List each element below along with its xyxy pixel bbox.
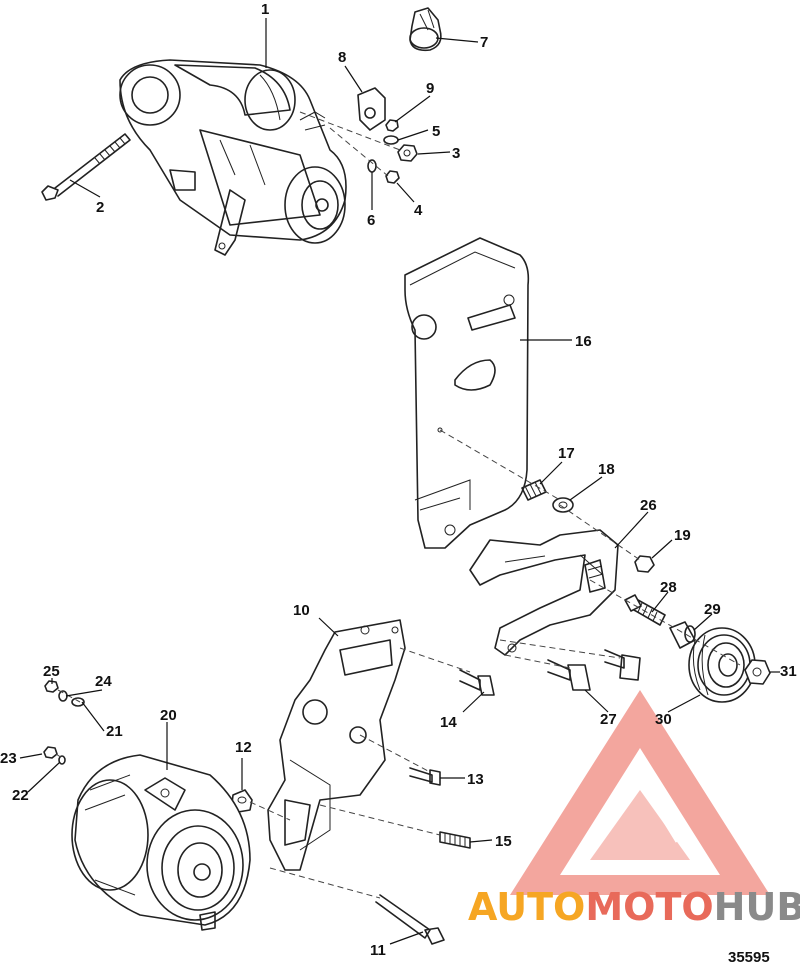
callout-20: 20	[160, 707, 177, 724]
callout-9: 9	[426, 80, 434, 97]
callout-13: 13	[467, 771, 484, 788]
leader-lines	[19, 18, 780, 945]
bolt-28	[624, 594, 666, 626]
callout-12: 12	[235, 739, 252, 756]
callout-24: 24	[95, 673, 112, 690]
callout-15: 15	[495, 833, 512, 850]
callout-16: 16	[575, 333, 592, 350]
bolt-13	[409, 767, 441, 786]
nut-19	[634, 555, 655, 573]
callout-17: 17	[558, 445, 575, 462]
washer-6	[367, 159, 377, 173]
callout-31: 31	[780, 663, 797, 680]
callout-10: 10	[293, 602, 310, 619]
alternator	[71, 754, 251, 931]
callout-30: 30	[655, 711, 672, 728]
callout-22: 22	[12, 787, 29, 804]
callout-14: 14	[440, 714, 457, 731]
bolt-27a	[547, 659, 591, 691]
washer-5	[383, 135, 399, 145]
nut-31	[744, 659, 771, 685]
nut-9	[385, 119, 399, 132]
callout-19: 19	[674, 527, 691, 544]
callout-1: 1	[261, 1, 269, 18]
spacer-29	[669, 621, 696, 649]
nut-23	[43, 746, 58, 759]
callout-23: 23	[0, 750, 17, 767]
bolt-11	[375, 894, 445, 945]
callout-27: 27	[600, 711, 617, 728]
washer-21	[71, 697, 85, 707]
watermark-logo	[510, 690, 770, 895]
nut-3	[397, 144, 418, 162]
stud-15	[439, 831, 471, 849]
starter-motor	[119, 59, 347, 256]
callout-2: 2	[96, 199, 104, 216]
callout-11: 11	[370, 942, 386, 959]
bolt-14	[459, 669, 495, 696]
callout-3: 3	[452, 145, 460, 162]
callout-5: 5	[432, 123, 440, 140]
mounting-plate	[404, 237, 530, 549]
callout-8: 8	[338, 49, 346, 66]
washer-18	[552, 497, 574, 513]
watermark-brand: AUTOMOTOHUB	[468, 885, 800, 929]
idler-bracket	[469, 529, 619, 656]
callout-28: 28	[660, 579, 677, 596]
terminal-boot	[409, 7, 442, 52]
reference-number: 35595	[728, 949, 770, 966]
nut-25	[44, 680, 59, 693]
nut-4	[385, 170, 400, 184]
callout-29: 29	[704, 601, 721, 618]
alternator-bracket	[267, 619, 406, 871]
callout-18: 18	[598, 461, 615, 478]
callout-25: 25	[43, 663, 60, 680]
callout-26: 26	[640, 497, 657, 514]
idler-pulley	[688, 627, 756, 703]
callout-6: 6	[367, 212, 375, 229]
bolt-27b	[604, 649, 641, 681]
terminal-bracket	[357, 87, 386, 131]
long-bolt	[41, 133, 131, 201]
callout-4: 4	[414, 202, 423, 219]
callout-21: 21	[106, 723, 123, 740]
callout-7: 7	[480, 34, 488, 51]
